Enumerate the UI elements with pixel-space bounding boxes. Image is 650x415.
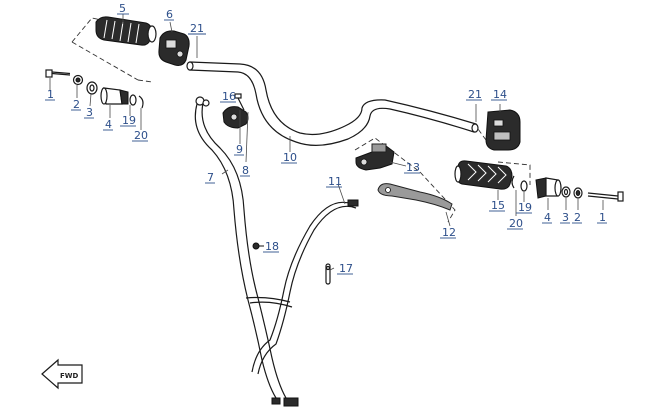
callout-9: 9 bbox=[236, 143, 243, 156]
right-collar-19 bbox=[520, 180, 528, 192]
callout-20-left: 20 bbox=[134, 129, 148, 142]
callout-16: 16 bbox=[222, 90, 236, 103]
callout-11: 11 bbox=[328, 175, 342, 188]
callout-21-left: 21 bbox=[190, 22, 204, 35]
right-grip bbox=[454, 160, 513, 190]
left-switch-housing bbox=[158, 30, 190, 66]
left-clip-20 bbox=[138, 95, 144, 109]
brake-master-cylinder bbox=[355, 143, 395, 171]
right-clip-20 bbox=[511, 175, 515, 189]
right-throttle-housing bbox=[485, 109, 521, 151]
left-collar-19 bbox=[129, 94, 137, 106]
left-grip bbox=[95, 16, 157, 46]
callout-5: 5 bbox=[119, 2, 126, 15]
right-bar-end-weight bbox=[535, 177, 562, 199]
left-washer bbox=[72, 74, 84, 86]
left-bar-end-weight bbox=[100, 87, 129, 105]
callout-15: 15 bbox=[491, 199, 505, 212]
callout-20-right: 20 bbox=[509, 217, 523, 230]
right-bar-end-bolt bbox=[587, 191, 624, 202]
callout-3-left: 3 bbox=[86, 106, 93, 119]
callout-labels: 5 6 21 1 2 3 4 19 20 16 9 7 8 10 11 13 1… bbox=[45, 2, 607, 275]
callout-1-left: 1 bbox=[47, 88, 54, 101]
callout-19-left: 19 bbox=[122, 114, 136, 127]
callout-18: 18 bbox=[265, 240, 279, 253]
fwd-arrow-icon: FWD bbox=[41, 358, 83, 390]
callout-7: 7 bbox=[207, 171, 214, 184]
handlebar-tube bbox=[186, 61, 479, 146]
callout-4-left: 4 bbox=[105, 118, 112, 131]
right-spacer-ring bbox=[561, 186, 571, 198]
cable-clip-17 bbox=[325, 263, 331, 285]
callout-12: 12 bbox=[442, 226, 456, 239]
cable-11 bbox=[251, 199, 359, 375]
left-spacer-ring bbox=[86, 81, 98, 95]
callout-10: 10 bbox=[283, 151, 297, 164]
choke-lever-assembly bbox=[222, 93, 249, 129]
callout-1-right: 1 bbox=[599, 211, 606, 224]
callout-3-right: 3 bbox=[562, 211, 569, 224]
fwd-label: FWD bbox=[60, 372, 79, 380]
callout-13: 13 bbox=[406, 161, 420, 174]
callout-8: 8 bbox=[242, 164, 249, 177]
callout-6: 6 bbox=[166, 8, 173, 21]
callout-21-right: 21 bbox=[468, 88, 482, 101]
callout-19-right: 19 bbox=[518, 201, 532, 214]
callout-4-right: 4 bbox=[544, 211, 551, 224]
right-washer bbox=[573, 187, 583, 199]
callout-17: 17 bbox=[339, 262, 353, 275]
brake-lever bbox=[377, 183, 453, 211]
callout-14: 14 bbox=[493, 88, 507, 101]
callout-2-right: 2 bbox=[574, 211, 581, 224]
callout-2-left: 2 bbox=[73, 98, 80, 111]
left-bar-end-bolt bbox=[45, 69, 71, 78]
